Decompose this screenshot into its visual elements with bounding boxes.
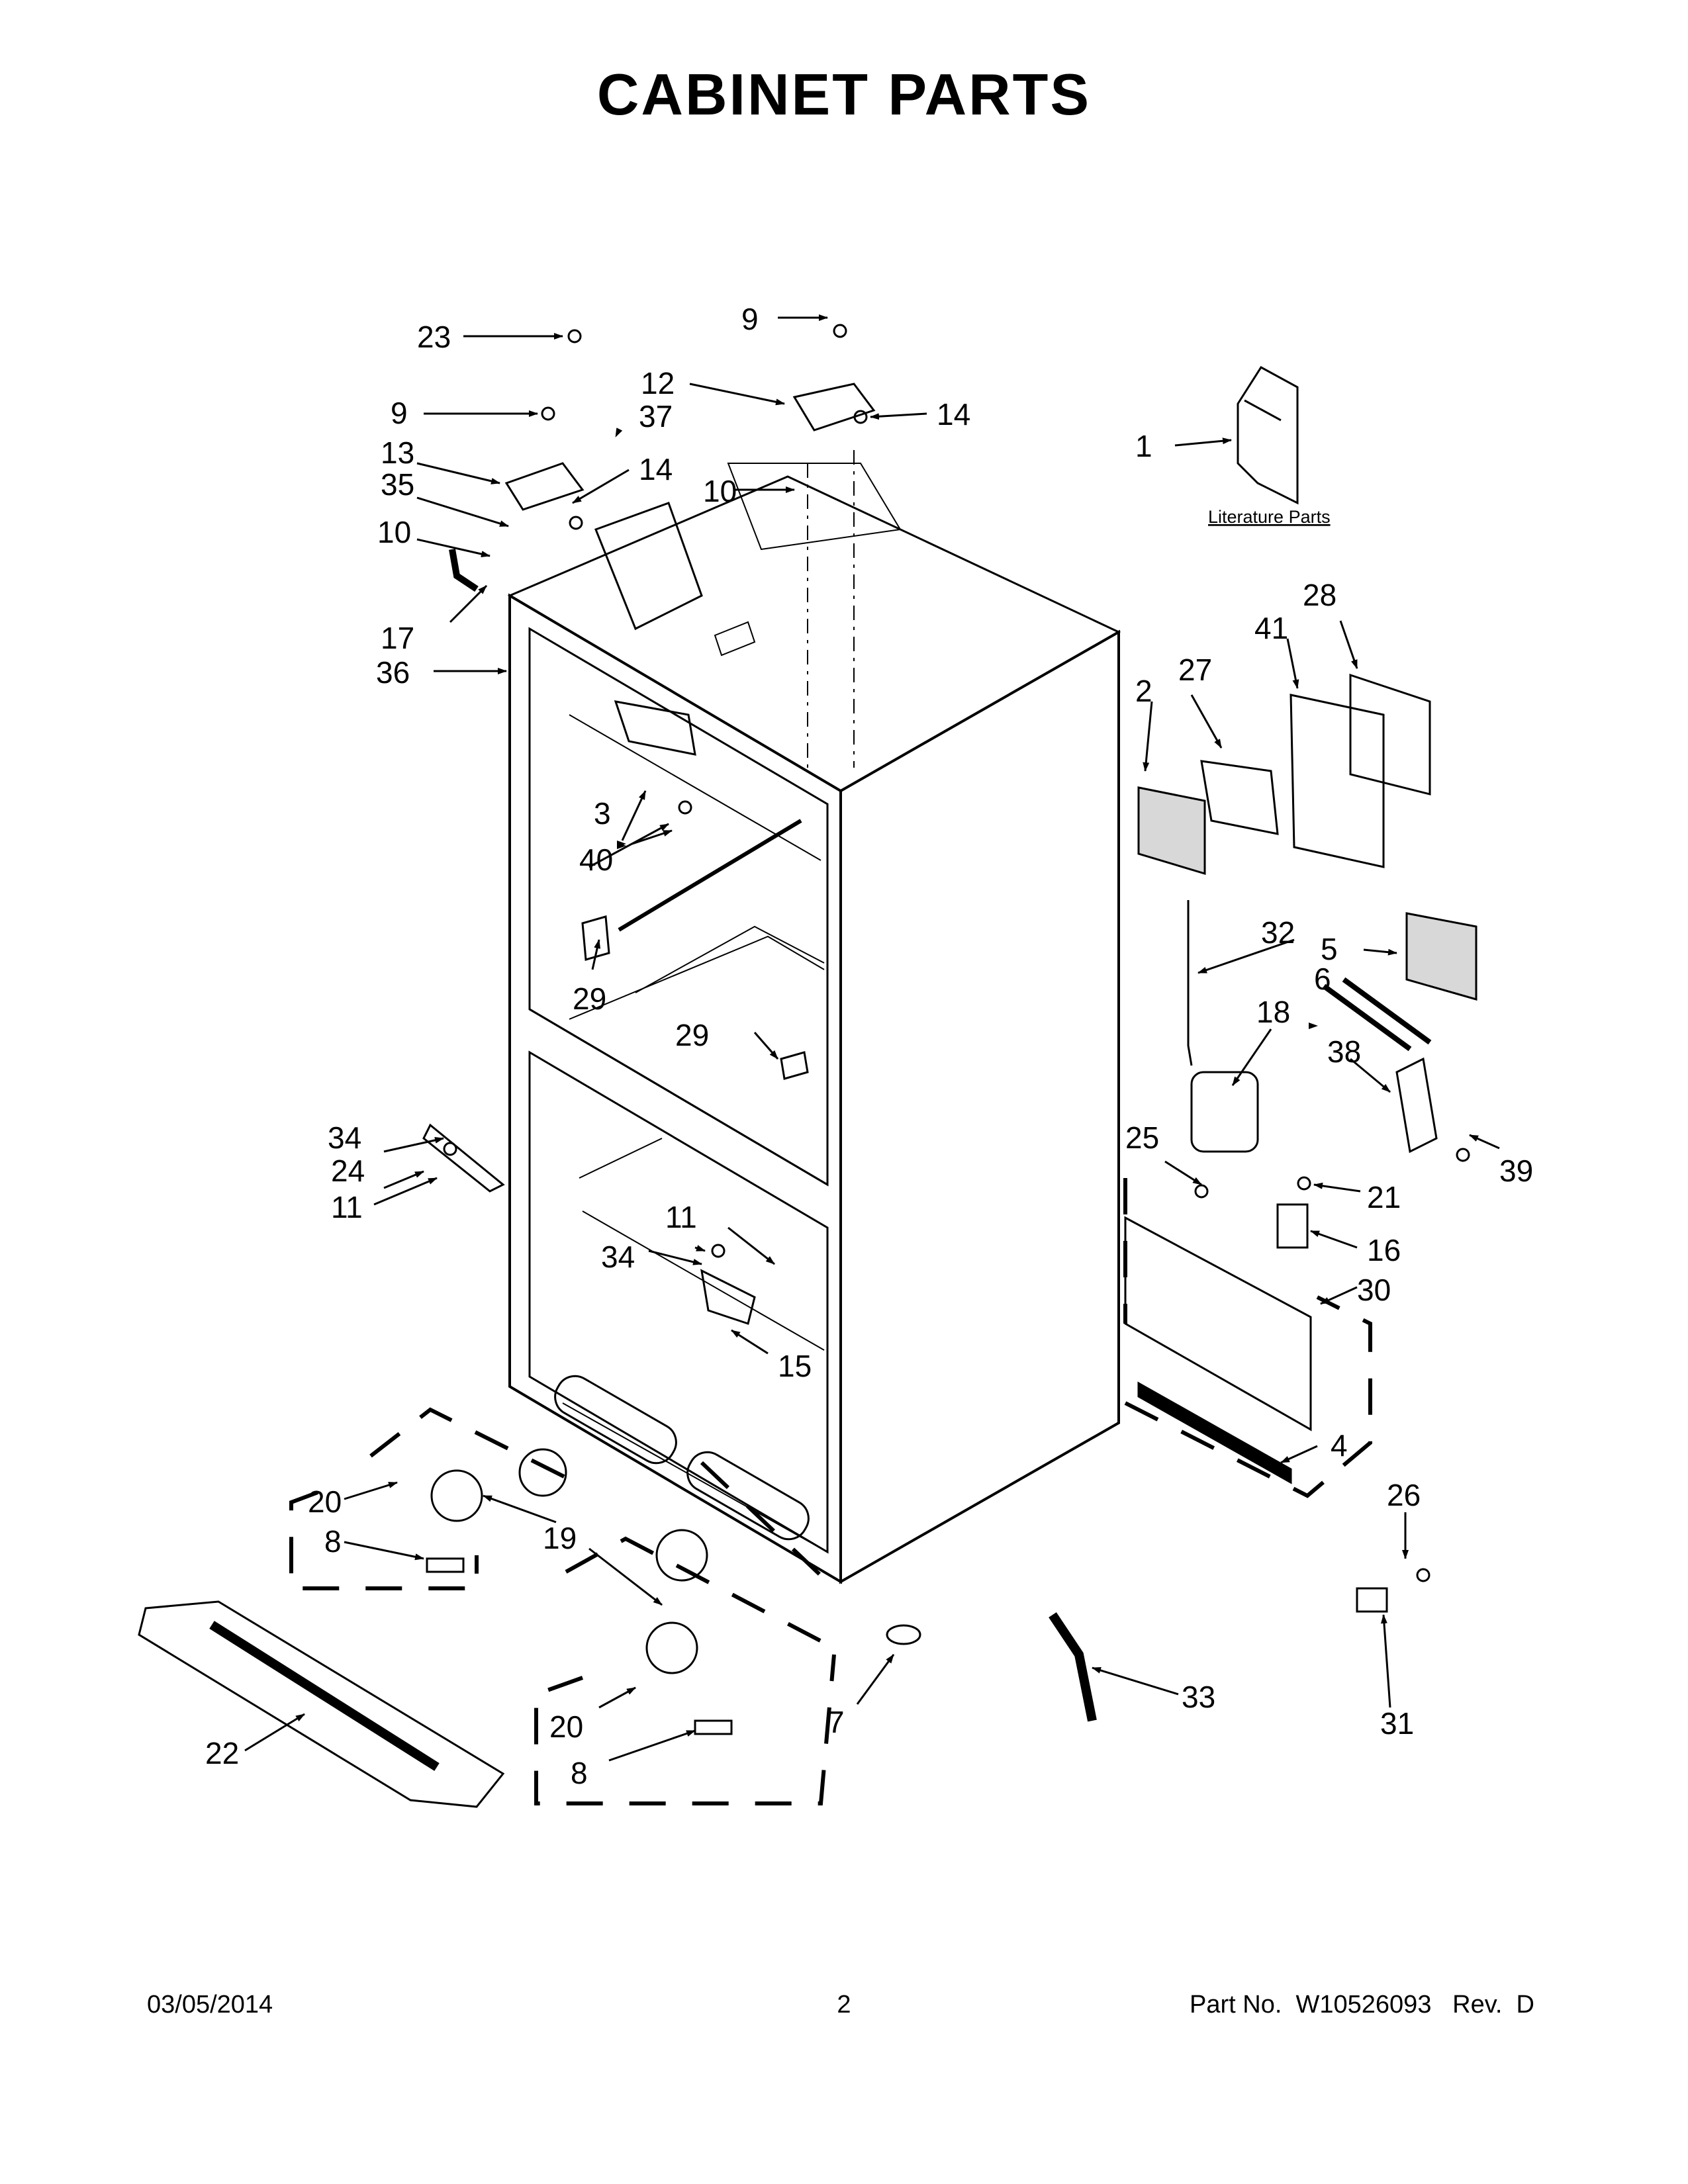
callout-14b: 14 [639,452,673,486]
callout-10b: 10 [377,515,411,549]
callout-9a: 9 [741,302,759,336]
literature-book-icon [1237,366,1299,505]
callout-32: 32 [1261,915,1295,950]
cover-28-icon [1349,673,1431,796]
callout-8b: 8 [571,1756,588,1790]
page-title: CABINET PARTS [596,62,1092,127]
callout-29b: 29 [675,1018,709,1052]
tool-33-icon [1049,1612,1097,1722]
control-board-5-icon [1405,912,1477,1001]
callout-6: 6 [1314,962,1331,996]
callout-21: 21 [1367,1180,1401,1214]
callout-37: 37 [639,399,673,433]
control-board-2-icon [1137,786,1206,876]
callout-2: 2 [1135,674,1152,708]
callout-28: 28 [1303,578,1336,612]
footer-page-number: 2 [837,1991,851,2019]
hinge-12-icon [792,383,876,432]
callout-5: 5 [1321,932,1338,966]
callout-24: 24 [331,1154,365,1188]
callout-8a: 8 [324,1524,342,1559]
callout-33: 33 [1182,1680,1215,1714]
callout-35: 35 [381,467,414,502]
callout-17: 17 [381,621,414,655]
footer-part-info: Part No. W10526093 Rev. D [1190,1991,1534,2019]
bracket-38-icon [1395,1057,1438,1154]
roller-right-icon [645,1621,698,1674]
roller-wheel-icon [518,1448,567,1497]
callout-31: 31 [1380,1706,1414,1741]
toe-grille-icon [138,1600,505,1808]
roller-left-icon [430,1469,483,1522]
callout-4: 4 [1331,1428,1348,1463]
callout-29a: 29 [573,981,606,1016]
board-cover-icon [1200,760,1279,835]
water-valve-icon [1190,1071,1259,1153]
literature-label: Literature Parts [1208,507,1331,527]
callout-34b: 34 [601,1240,635,1274]
callout-14a: 14 [937,397,970,432]
callout-7: 7 [827,1705,845,1739]
callout-27: 27 [1178,653,1212,687]
callout-22: 22 [205,1736,239,1770]
roller-wheel-2-icon [655,1529,708,1582]
callout-20b: 20 [549,1709,583,1744]
callout-23: 23 [417,320,451,354]
callout-39: 39 [1499,1154,1533,1188]
callout-40: 40 [579,842,613,877]
cabinet-side [839,629,1120,1584]
hinge-13-icon [504,462,585,511]
callout-3: 3 [594,796,611,831]
cover-41-icon [1289,694,1385,868]
ring-7-icon [886,1624,921,1645]
callout-20a: 20 [308,1484,342,1519]
callout-30: 30 [1357,1273,1391,1307]
callout-1: 1 [1135,429,1152,463]
cabinet-front [508,593,842,1584]
cabinet-body [507,450,1121,1584]
callout-36: 36 [376,655,410,690]
callout-11b: 11 [665,1200,697,1234]
callout-38: 38 [1327,1034,1361,1069]
callout-12: 12 [641,366,675,400]
callout-41: 41 [1254,611,1288,645]
callout-11a: 11 [331,1190,363,1224]
panel-30-icon [1124,1216,1312,1432]
callout-19: 19 [543,1521,577,1555]
callout-26: 26 [1387,1478,1421,1512]
callout-13: 13 [381,435,414,470]
callout-labels: 1 Literature Parts 2 3 4 5 6 7 8 8 9 9 1… [205,302,1533,1790]
callout-25: 25 [1125,1120,1159,1155]
callout-34a: 34 [328,1120,361,1155]
callout-9b: 9 [391,396,408,430]
callout-10a: 10 [703,474,737,508]
callout-16: 16 [1367,1233,1401,1267]
footer-date: 03/05/2014 [147,1991,273,2019]
callout-15: 15 [778,1349,812,1383]
callout-18: 18 [1256,995,1290,1029]
